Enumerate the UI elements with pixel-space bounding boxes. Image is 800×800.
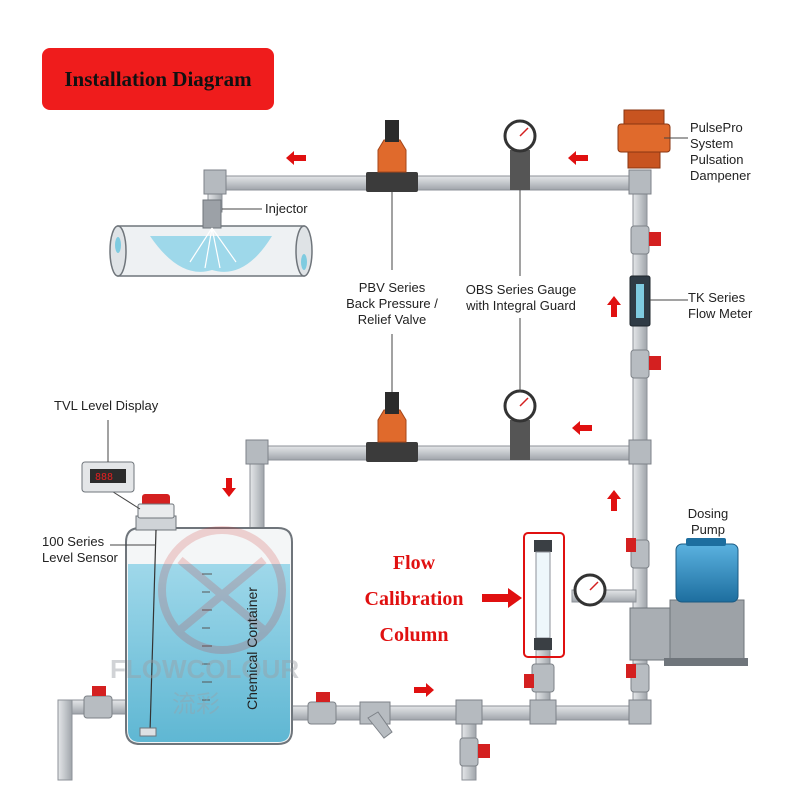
ball-valve-calibration [524, 663, 555, 693]
ball-valve-pump-inlet [626, 663, 650, 693]
level-sensor [109, 489, 175, 519]
page-title: Installation Diagram [64, 66, 252, 91]
arrow-left-mid [572, 421, 592, 435]
pbv-valve-top [366, 120, 418, 192]
obs-gauge-pump [573, 573, 607, 607]
tk-flow-meter [629, 275, 651, 327]
level-sensor-label: 100 Series Level Sensor [42, 534, 118, 565]
injector-label: Injector [265, 201, 308, 216]
flow-calibration-label: Flow Calibration Column [364, 552, 464, 646]
watermark-text-cn: 流彩 [172, 690, 220, 718]
arrow-right-bottom [414, 683, 434, 697]
arrow-up-right-mid [607, 490, 621, 511]
ball-valve-mid-right [630, 349, 661, 379]
title-banner: Installation Diagram [42, 48, 274, 110]
flow-calibration-column [523, 532, 565, 658]
arrow-to-column [482, 588, 522, 608]
dosing-pump [629, 538, 748, 666]
obs-gauge-label: OBS Series Gauge with Integral Guard [465, 282, 577, 313]
ball-valves [83, 225, 661, 767]
arrow-up-right-top [607, 296, 621, 317]
display-reading: 888 [95, 472, 113, 483]
level-scale [202, 573, 212, 701]
y-strainer [359, 701, 393, 739]
obs-gauge-top [503, 119, 537, 190]
arrow-left-top [286, 151, 306, 165]
flow-arrows [222, 151, 621, 697]
arrow-left-top-right [568, 151, 588, 165]
pulsepro-label: PulsePro System Pulsation Dampener [690, 120, 751, 183]
injector-pipe [109, 199, 313, 277]
tvl-level-display [81, 420, 135, 493]
pulsation-dampener [617, 109, 671, 169]
ball-valve-drain [459, 737, 490, 767]
watermark-logo [158, 526, 286, 654]
ball-valve-pump-outlet [626, 538, 650, 569]
ball-valve-top-right [630, 225, 661, 255]
pipe-network [57, 169, 652, 781]
tk-flow-meter-label: TK Series Flow Meter [688, 290, 753, 321]
arrow-down-tank [222, 478, 236, 497]
leader-lines [110, 137, 688, 546]
chemical-container [125, 515, 293, 745]
pbv-valve-label: PBV Series Back Pressure / Relief Valve [346, 280, 438, 327]
pbv-valve-bottom [366, 392, 418, 462]
ball-valve-outlet-left [83, 686, 113, 719]
tvl-display-label: TVL Level Display [54, 398, 159, 413]
watermark-text: FLOWCOLOUR [110, 654, 299, 684]
ball-valve-tank-outlet [307, 692, 337, 725]
chemical-container-label: Chemical Container [244, 587, 260, 710]
dosing-pump-label: Dosing Pump [687, 506, 729, 537]
